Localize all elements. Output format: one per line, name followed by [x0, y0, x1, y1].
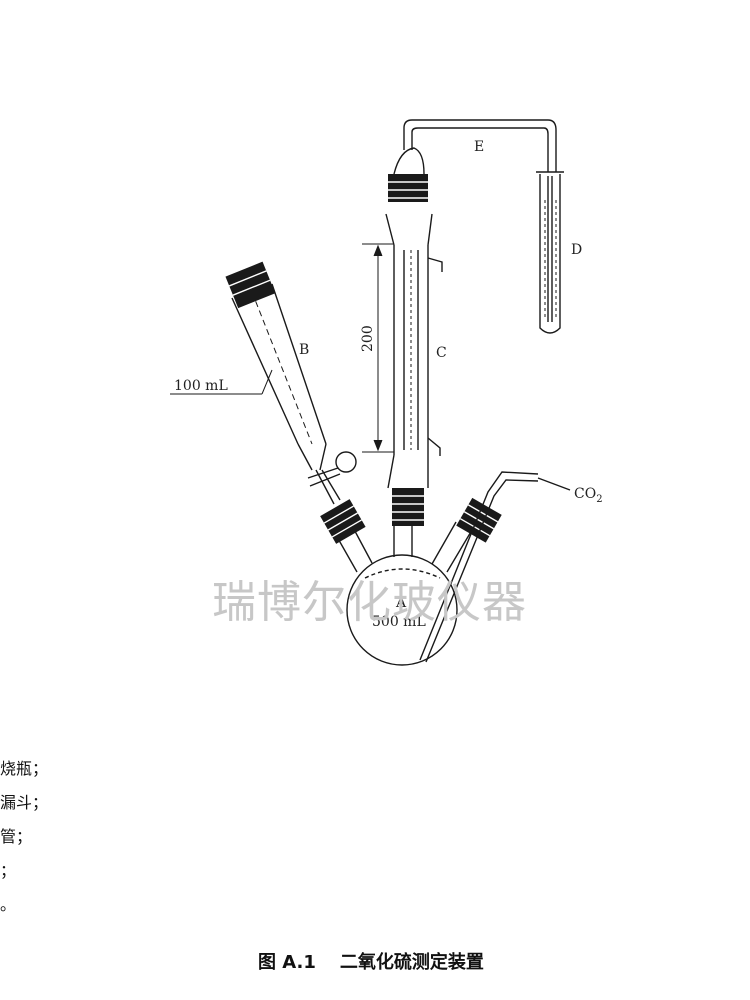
legend-item: 烧瓶； [0, 759, 49, 778]
left-joint [320, 499, 366, 544]
label-condenser-length: 200 [360, 325, 376, 352]
label-e: E [474, 139, 484, 155]
funnel-volume-leader-2 [261, 369, 273, 395]
label-funnel-volume: 100 mL [174, 378, 228, 394]
dropping-funnel [225, 261, 357, 505]
label-b: B [299, 342, 309, 358]
figure-caption: 图 A.1 二氧化硫测定装置 [258, 948, 484, 974]
figure-number: 图 A.1 [258, 952, 316, 973]
figure-title: 二氧化硫测定装置 [339, 952, 484, 973]
absorption-tube [536, 171, 564, 334]
label-d: D [571, 242, 582, 258]
legend-item: 。 [0, 895, 17, 914]
label-flask-volume: 500 mL [372, 614, 426, 630]
label-a: A [395, 595, 407, 611]
legend-list: 烧瓶； 漏斗； 管； ； 。 [0, 752, 48, 922]
connecting-tube [403, 119, 557, 172]
legend-item: 漏斗； [0, 793, 49, 812]
legend-item: ； [0, 861, 17, 880]
watermark-text: 瑞博尔化玻仪器 [212, 577, 527, 628]
gas-inlet-tube [419, 471, 571, 663]
condenser [385, 213, 443, 489]
dimension-line [362, 243, 394, 453]
label-gas: CO2 [574, 486, 603, 505]
center-joint [392, 488, 424, 526]
right-joint [456, 497, 502, 543]
label-c: C [436, 345, 447, 361]
upper-joint [388, 147, 428, 202]
legend-item: 管； [0, 827, 33, 846]
